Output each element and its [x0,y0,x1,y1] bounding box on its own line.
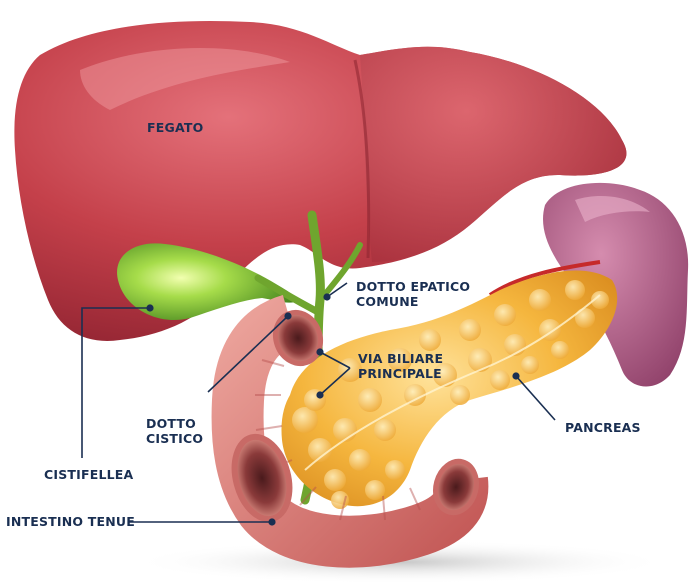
pancreas-lobule [349,449,371,471]
pancreas-lobule [331,491,349,509]
label-dotto-epatico-line1: DOTTO EPATICO [356,279,470,294]
pancreas-lobule [575,308,595,328]
label-dotto-cistico-line1: DOTTO [146,416,203,431]
pancreas-lobule [529,289,551,311]
dot-intestino [268,518,275,525]
label-cistifellea: CISTIFELLEA [44,467,133,482]
pancreas-lobule [490,370,510,390]
dot-via-biliare-2 [316,391,323,398]
label-intestino-tenue-text: INTESTINO TENUE [6,514,135,529]
leader-pancreas [516,376,555,420]
pancreas-lobule [494,304,516,326]
label-via-biliare-principale: VIA BILIARE PRINCIPALE [358,351,443,381]
dot-cistifellea [146,304,153,311]
label-fegato-text: FEGATO [147,120,203,135]
dot-pancreas [512,372,519,379]
pancreas-lobule [385,460,405,480]
label-pancreas-text: PANCREAS [565,420,641,435]
dot-dotto-epatico [323,293,330,300]
label-fegato: FEGATO [147,120,203,135]
pancreas-lobule [459,319,481,341]
label-dotto-cistico: DOTTO CISTICO [146,416,203,446]
dot-dotto-cistico [284,312,291,319]
pancreas-lobule [468,348,492,372]
label-dotto-cistico-line2: CISTICO [146,431,203,446]
label-intestino-tenue: INTESTINO TENUE [6,514,135,529]
pancreas-lobule [521,356,539,374]
label-via-biliare-line2: PRINCIPALE [358,366,443,381]
pancreas-lobule [450,385,470,405]
pancreas-lobule [551,341,569,359]
pancreas-lobule [358,388,382,412]
label-cistifellea-text: CISTIFELLEA [44,467,133,482]
label-via-biliare-line1: VIA BILIARE [358,351,443,366]
pancreas-lobule [565,280,585,300]
label-dotto-epatico-line2: COMUNE [356,294,470,309]
label-pancreas: PANCREAS [565,420,641,435]
pancreas-lobule [419,329,441,351]
label-dotto-epatico-comune: DOTTO EPATICO COMUNE [356,279,470,309]
pancreas-lobule [365,480,385,500]
pancreas-lobule [374,419,396,441]
dot-via-biliare-1 [316,348,323,355]
pancreas-lobule [324,469,346,491]
